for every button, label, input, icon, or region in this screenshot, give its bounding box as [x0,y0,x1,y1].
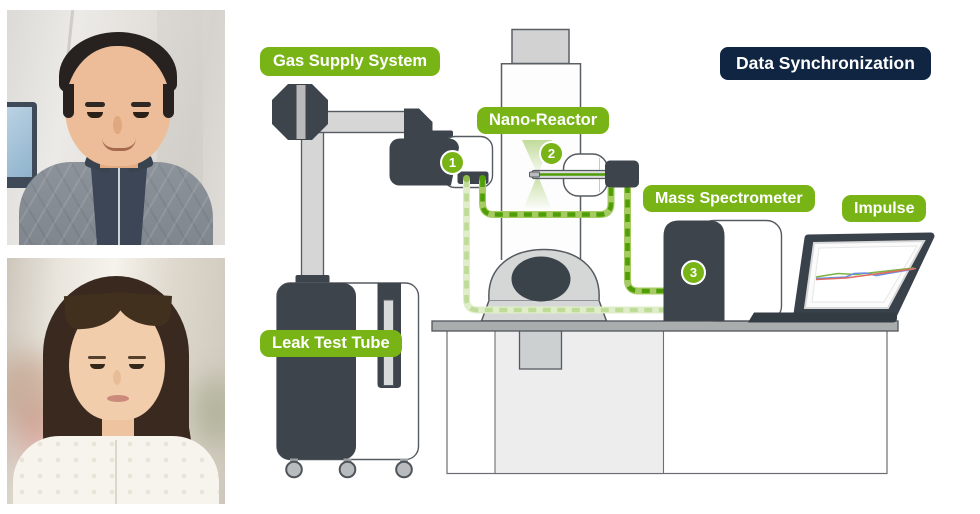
background-blur-blob [189,376,225,446]
microscope-base-dome [480,248,608,322]
laptop-base [748,312,897,323]
holder-connector [605,160,639,188]
zipper [118,168,120,245]
holder-tip [529,171,540,178]
cart-wheels [285,458,413,479]
background-monitor-screen [7,107,32,177]
eye [90,364,105,369]
lips [107,395,129,402]
bench-cabinet [446,329,888,475]
microscope-pedestal [518,329,563,370]
marker-step-2: 2 [539,141,564,166]
pole-collar [295,275,330,284]
manifold-block [389,138,459,186]
eye [133,112,149,118]
eyebrow [131,102,151,107]
sample-holder [529,153,639,197]
blouse-zipper [115,440,117,504]
support-pole [300,127,325,281]
marker-step-3: 3 [681,260,706,285]
label-nano-reactor: Nano-Reactor [477,107,610,134]
marker-step-1: 1 [440,150,465,175]
viewport-window [511,256,571,302]
portrait-photo-top [7,10,225,245]
label-impulse: Impulse [842,195,927,222]
eyebrow [128,356,146,359]
gas-supply-arm [272,84,494,189]
cart-front-panel [277,283,356,460]
portrait-photo-bottom [7,258,225,504]
label-leak-test-tube: Leak Test Tube [260,330,402,357]
laptop-chart [815,267,917,281]
laptop [748,232,935,323]
label-data-synchronization: Data Synchronization [720,47,931,80]
eye [87,112,103,118]
nose [113,370,121,385]
hair-sideburn [163,84,174,118]
eye [129,364,144,369]
label-mass-spectrometer: Mass Spectrometer [643,185,815,212]
tubing [463,175,666,314]
nose [113,116,122,134]
eyebrow [88,356,106,359]
mouth [102,138,136,151]
hair-sideburn [63,84,74,118]
eyebrow [85,102,105,107]
label-gas-supply-system: Gas Supply System [260,47,441,76]
